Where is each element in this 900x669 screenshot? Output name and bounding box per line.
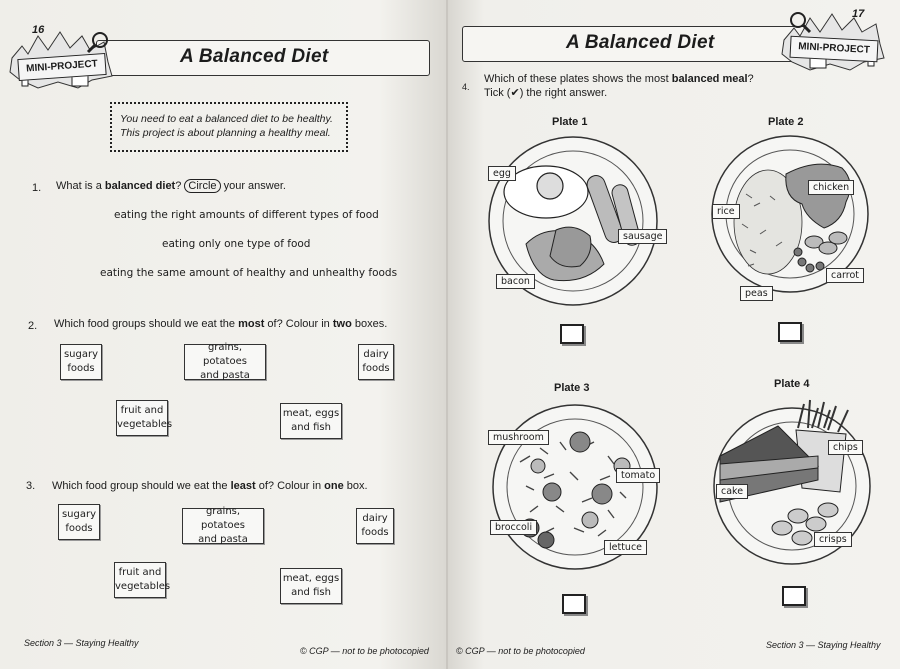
q1-option-2[interactable]: eating only one type of food (162, 238, 311, 250)
q2-text: Which food groups should we eat the most… (54, 318, 388, 330)
left-page: 16 A Balanced Diet MINI-PROJECT You need… (0, 0, 446, 669)
right-title-bar (462, 26, 812, 62)
q1-option-3[interactable]: eating the same amount of healthy and un… (100, 267, 398, 279)
right-footer-section: Section 3 — Staying Healthy (766, 640, 881, 650)
plate-2-label-rice: rice (712, 204, 740, 219)
right-mini-project-badge: MINI-PROJECT (780, 10, 886, 72)
plate-3-label-mushroom: mushroom (488, 430, 549, 445)
right-page-title: A Balanced Diet (566, 32, 715, 53)
plate-1-tick-box[interactable] (560, 324, 584, 344)
q1-option-1[interactable]: eating the right amounts of different ty… (114, 209, 379, 221)
plate-2-label-carrot: carrot (826, 268, 865, 283)
right-badge-label: MINI-PROJECT (789, 35, 879, 63)
right-footer-copyright: © CGP — not to be photocopied (456, 646, 585, 656)
plate-3-label-lettuce: lettuce (604, 540, 648, 555)
left-page-title: A Balanced Diet (180, 46, 329, 67)
right-page: 17 A Balanced Diet MINI-PROJECT 4. Which… (448, 0, 900, 669)
plate-3-title: Plate 3 (554, 382, 590, 394)
right-page-number: 17 (852, 8, 865, 20)
plate-4-label-cake: cake (716, 484, 749, 499)
plate-3-label-broccoli: broccoli (490, 520, 538, 535)
intro-box: You need to eat a balanced diet to be he… (110, 102, 348, 152)
plate-3-label-tomato: tomato (616, 468, 661, 483)
q2-number: 2. (28, 320, 38, 332)
plate-4-title: Plate 4 (774, 378, 810, 390)
left-mini-project-badge: MINI-PROJECT (8, 28, 114, 90)
plate-2-illustration (711, 135, 869, 293)
plate-2-label-chicken: chicken (808, 180, 855, 195)
intro-line-2: This project is about planning a healthy… (120, 127, 331, 139)
plate-4-label-chips: chips (828, 440, 863, 455)
q1-number: 1. (32, 182, 42, 194)
plate-4-label-crisps: crisps (814, 532, 852, 547)
q4-line-2: Tick (✔) the right answer. (484, 87, 608, 99)
plate-2-tick-box[interactable] (778, 322, 802, 342)
plate-4-tick-box[interactable] (782, 586, 806, 606)
q3-text: Which food group should we eat the least… (52, 480, 368, 492)
plate-1-label-bacon: bacon (496, 274, 535, 289)
q3-number: 3. (26, 480, 36, 492)
plate-2-label-peas: peas (740, 286, 773, 301)
left-footer-section: Section 3 — Staying Healthy (24, 638, 139, 648)
plate-3-tick-box[interactable] (562, 594, 586, 614)
q4-line-1: Which of these plates shows the most bal… (484, 73, 754, 85)
q1-text: What is a balanced diet? Circle your ans… (56, 179, 286, 193)
intro-line-1: You need to eat a balanced diet to be he… (120, 113, 333, 125)
plate-1-label-egg: egg (488, 166, 516, 181)
plate-2-title: Plate 2 (768, 116, 804, 128)
plate-1-label-sausage: sausage (618, 229, 668, 244)
left-footer-copyright: © CGP — not to be photocopied (300, 646, 429, 656)
q4-number: 4. (462, 82, 470, 92)
left-title-bar (96, 40, 430, 76)
left-page-number: 16 (32, 24, 45, 36)
plate-1-title: Plate 1 (552, 116, 588, 128)
